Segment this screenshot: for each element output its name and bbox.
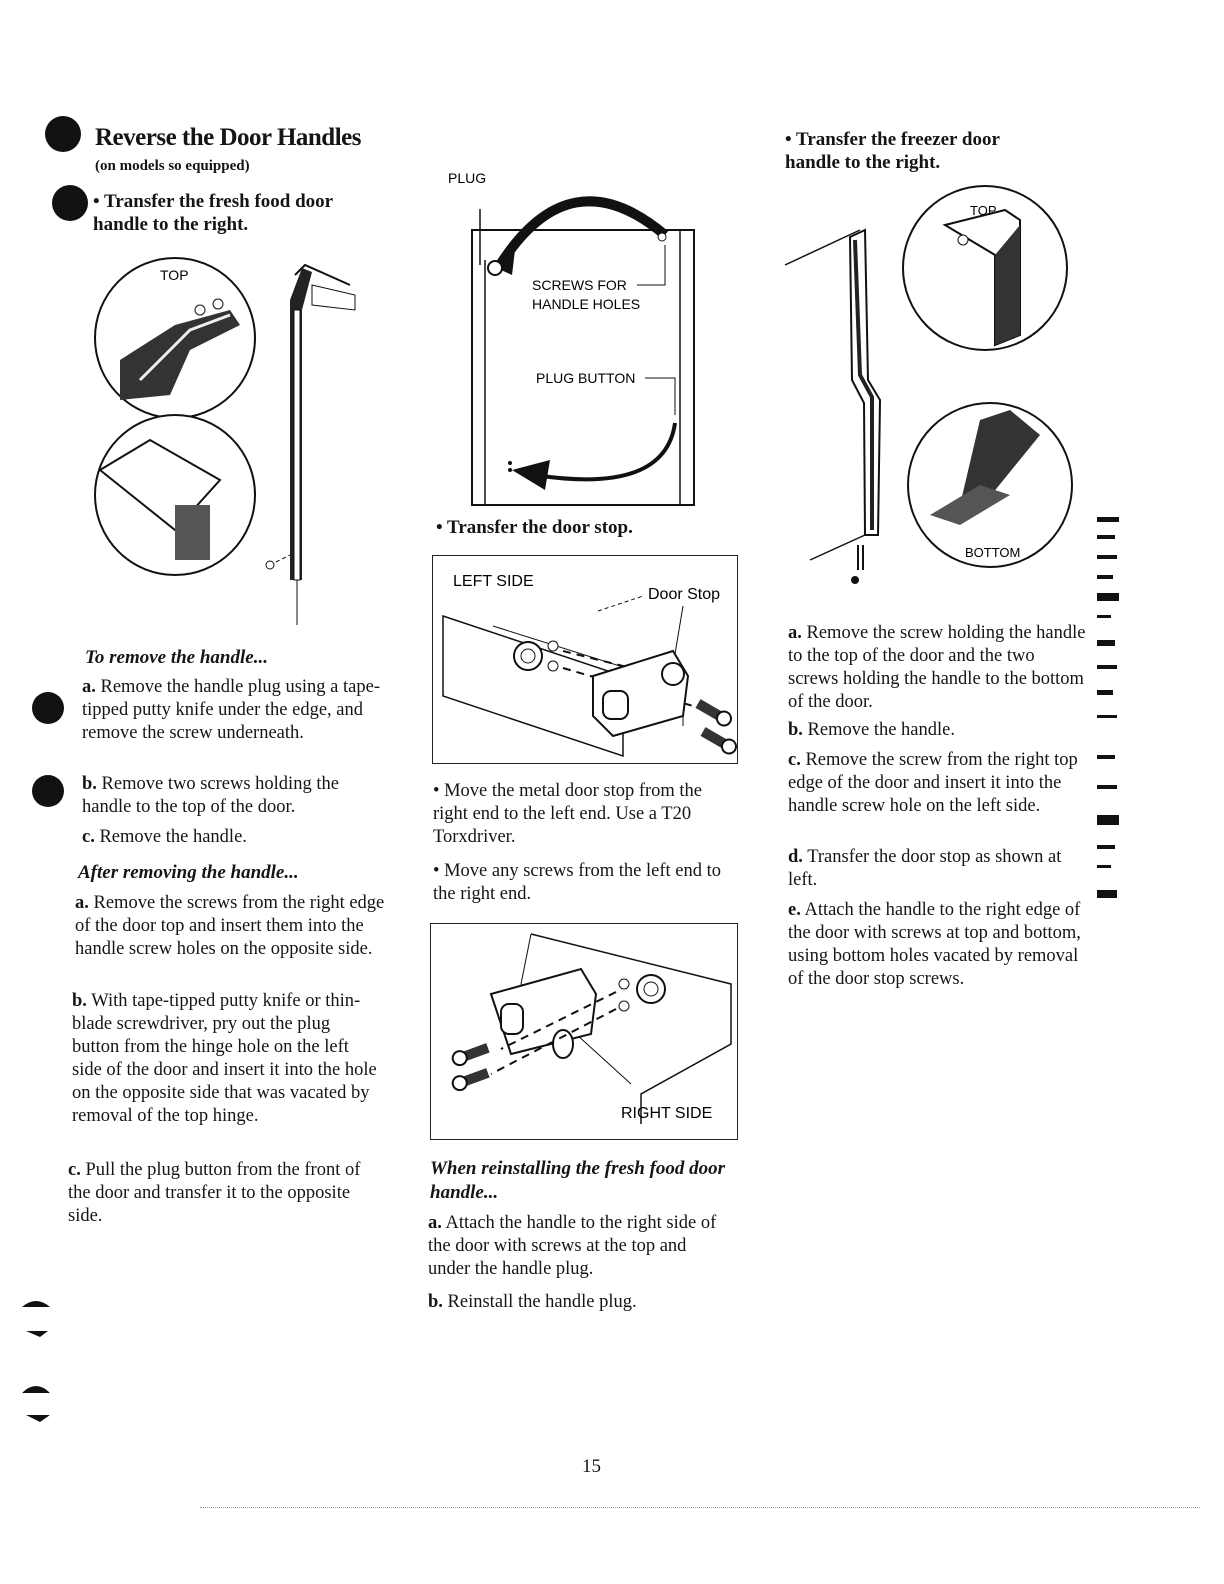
freezer-heading: • Transfer the freezer door handle to th… [785, 129, 1000, 173]
step-bullet-icon [32, 692, 64, 724]
right-side-label: RIGHT SIDE [621, 1105, 712, 1122]
door-stop-bullet-2: • Move any screws from the left end to t… [433, 861, 722, 904]
step-bullet-icon [32, 775, 64, 807]
freezer-step-d: d. Transfer the door stop as shown at le… [788, 846, 1088, 892]
fig-bottom-label: BOTTOM [965, 545, 1020, 560]
freezer-step-b: b. Remove the handle. [788, 719, 1088, 742]
step-text: Attach the handle to the right edge of t… [788, 900, 1081, 989]
door-stop-bullet-1: • Move the metal door stop from the righ… [433, 781, 703, 847]
remove-handle-heading: To remove the handle... [85, 647, 268, 668]
step-text: Remove the handle. [99, 827, 247, 847]
step-text: Transfer the door stop as shown at left. [788, 847, 1062, 890]
remove-step-b: b. Remove two screws holding the handle … [82, 773, 382, 819]
step-tag: c. [68, 1160, 81, 1180]
page-number: 15 [582, 1456, 601, 1477]
after-step-c: c. Pull the plug button from the front o… [68, 1159, 368, 1228]
door-stop-label: Door Stop [648, 586, 720, 603]
freezer-step-c: c. Remove the screw from the right top e… [788, 749, 1088, 818]
left-side-door-stop-figure: LEFT SIDE Door Stop [432, 555, 738, 764]
step-text: Pull the plug button from the front of t… [68, 1160, 361, 1226]
step-tag: b. [788, 720, 803, 740]
section-bullet-icon [45, 116, 81, 152]
plug-button-figure: PLUG SCREWS FOR HANDLE HOLES PLUG BUTTON [440, 165, 710, 515]
step-text: Remove the screw holding the handle to t… [788, 623, 1086, 712]
fresh-food-handle-figure: TOP [80, 250, 370, 630]
fig-handle-holes-label: HANDLE HOLES [532, 296, 640, 312]
step-text: Attach the handle to the right side of t… [428, 1213, 717, 1279]
step-tag: a. [428, 1213, 442, 1233]
step-text: Reinstall the handle plug. [447, 1292, 637, 1312]
step-tag: c. [788, 750, 801, 770]
scan-edge-marks [1095, 515, 1135, 915]
subsection-bullet-icon [52, 185, 88, 221]
after-step-b: b. With tape-tipped putty knife or thin-… [72, 990, 382, 1128]
step-tag: a. [82, 677, 96, 697]
freezer-step-e: e. Attach the handle to the right edge o… [788, 899, 1088, 991]
reinstall-step-a: a. Attach the handle to the right side o… [428, 1212, 728, 1281]
reinstall-step-b: b. Reinstall the handle plug. [428, 1291, 728, 1314]
step-text: Remove the screw from the right top edge… [788, 750, 1078, 816]
door-stop-heading: • Transfer the door stop. [436, 517, 633, 538]
step-text: Remove two screws holding the handle to … [82, 774, 339, 817]
fig-plug-label: PLUG [448, 170, 486, 186]
footer-rule [200, 1507, 1200, 1508]
left-side-label: LEFT SIDE [453, 573, 534, 590]
step-text: Remove the screws from the right edge of… [75, 893, 385, 959]
step-tag: a. [75, 893, 89, 913]
step-tag: b. [428, 1292, 443, 1312]
remove-step-c: c. Remove the handle. [82, 826, 382, 849]
step-tag: e. [788, 900, 801, 920]
freezer-step-a: a. Remove the screw holding the handle t… [788, 622, 1088, 714]
section-title: Reverse the Door Handles [95, 124, 361, 151]
step-tag: c. [82, 827, 95, 847]
after-step-a: a. Remove the screws from the right edge… [75, 892, 385, 961]
freezer-handle-figure: TOP BOTTOM [780, 185, 1080, 595]
fig-top-label: TOP [160, 267, 189, 283]
fig-plug-button-label: PLUG BUTTON [536, 370, 635, 386]
step-text: With tape-tipped putty knife or thin-bla… [72, 991, 377, 1126]
reinstall-heading: When reinstalling the fresh food door ha… [430, 1158, 726, 1203]
step-text: Remove the handle. [807, 720, 955, 740]
fig-top-label: TOP [970, 203, 997, 218]
section-subtitle: (on models so equipped) [95, 158, 250, 174]
step-tag: b. [82, 774, 97, 794]
step-text: Remove the handle plug using a tape-tipp… [82, 677, 380, 743]
step-tag: a. [788, 623, 802, 643]
after-removing-heading: After removing the handle... [78, 862, 299, 883]
step-tag: b. [72, 991, 87, 1011]
right-side-door-stop-figure: RIGHT SIDE [430, 923, 738, 1140]
remove-step-a: a. Remove the handle plug using a tape-t… [82, 676, 382, 745]
fresh-food-heading: • Transfer the fresh food door handle to… [93, 191, 333, 235]
scan-left-marks [20, 1295, 60, 1425]
fig-screws-label: SCREWS FOR [532, 277, 627, 293]
step-tag: d. [788, 847, 803, 867]
